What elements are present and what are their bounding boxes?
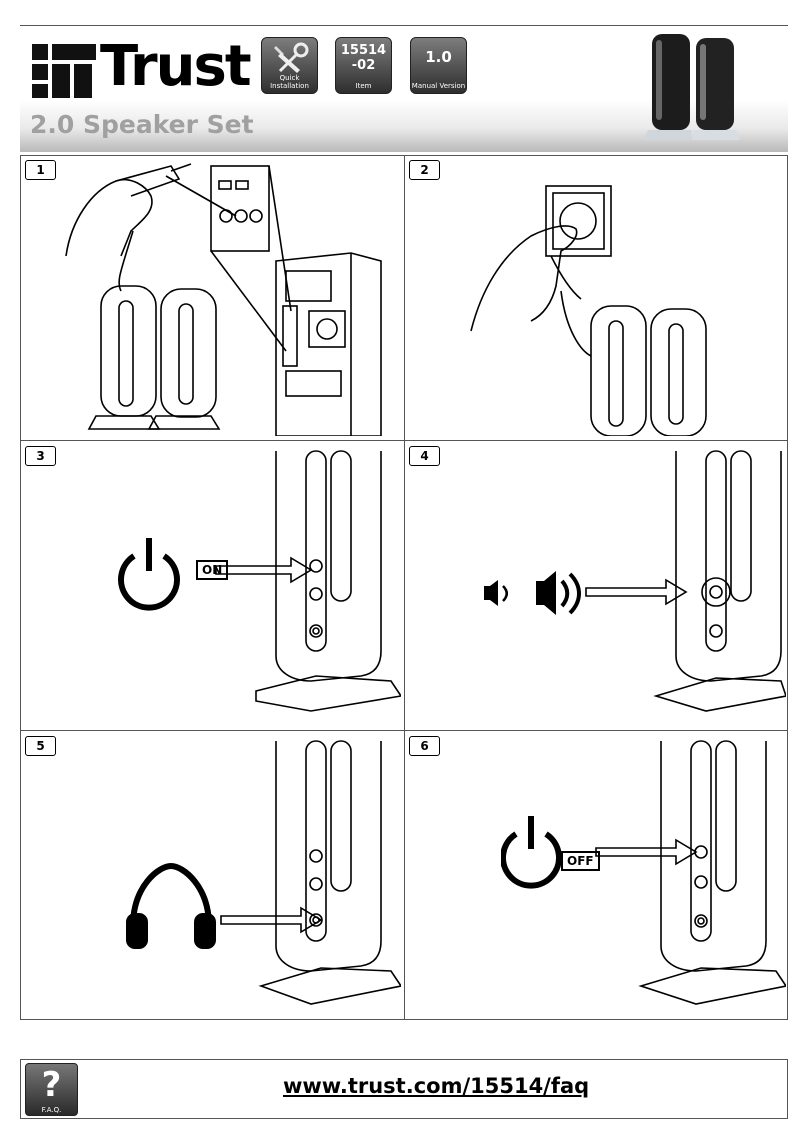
step-1-connect-audio-cable-illustration bbox=[65, 163, 382, 436]
on-label: ON bbox=[196, 560, 229, 580]
faq-url-link[interactable]: www.trust.com/15514/faq bbox=[283, 1074, 590, 1098]
brand-name: Trust bbox=[100, 34, 252, 99]
step-2-plug-into-wall-outlet-illustration bbox=[470, 185, 707, 436]
grid-divider-vertical bbox=[404, 156, 405, 1019]
step-number-5: 5 bbox=[25, 736, 56, 756]
badge-item: 15514 -02 Item bbox=[335, 37, 392, 94]
badge-quick-installation: Quick Installation bbox=[261, 37, 318, 94]
power-icon bbox=[118, 538, 180, 611]
badge-item-number: 15514 -02 bbox=[340, 43, 387, 73]
faq-question-mark: ? bbox=[41, 1065, 62, 1105]
step-number-3: 3 bbox=[25, 446, 56, 466]
off-label: OFF bbox=[561, 851, 600, 871]
badge-item-label: Item bbox=[355, 82, 372, 90]
step-number-6: 6 bbox=[409, 736, 440, 756]
badge-version-label: Manual Version bbox=[411, 82, 466, 90]
faq-icon: ? F.A.Q. bbox=[25, 1063, 78, 1116]
step-number-1: 1 bbox=[25, 160, 56, 180]
volume-high-icon bbox=[536, 571, 581, 615]
step-3-power-on-illustration bbox=[118, 450, 401, 712]
faq-footer: ? F.A.Q. www.trust.com/15514/faq bbox=[20, 1059, 788, 1119]
headphones-icon bbox=[126, 862, 216, 949]
top-rule bbox=[20, 25, 788, 26]
grid-divider-row2 bbox=[21, 730, 787, 731]
step-4-volume-control-illustration bbox=[484, 450, 786, 712]
wrench-icon bbox=[273, 42, 308, 73]
trust-logo: Trust bbox=[30, 32, 252, 102]
step-6-power-off-illustration bbox=[501, 740, 786, 1005]
step-5-headphone-jack-illustration bbox=[126, 740, 401, 1005]
volume-low-icon bbox=[484, 580, 508, 606]
power-icon bbox=[501, 816, 562, 889]
grid-divider-row1 bbox=[21, 440, 787, 441]
badge-quick-installation-label: Quick Installation bbox=[270, 74, 309, 90]
speaker-set-photo bbox=[644, 34, 740, 140]
faq-icon-label: F.A.Q. bbox=[41, 1106, 62, 1114]
product-title: 2.0 Speaker Set bbox=[30, 110, 254, 139]
badge-manual-version: 1.0 Manual Version bbox=[410, 37, 467, 94]
badge-version-number: 1.0 bbox=[425, 48, 452, 66]
step-number-4: 4 bbox=[409, 446, 440, 466]
step-number-2: 2 bbox=[409, 160, 440, 180]
instruction-grid: 1 bbox=[20, 155, 788, 1020]
trust-logo-mark-icon bbox=[32, 44, 96, 98]
